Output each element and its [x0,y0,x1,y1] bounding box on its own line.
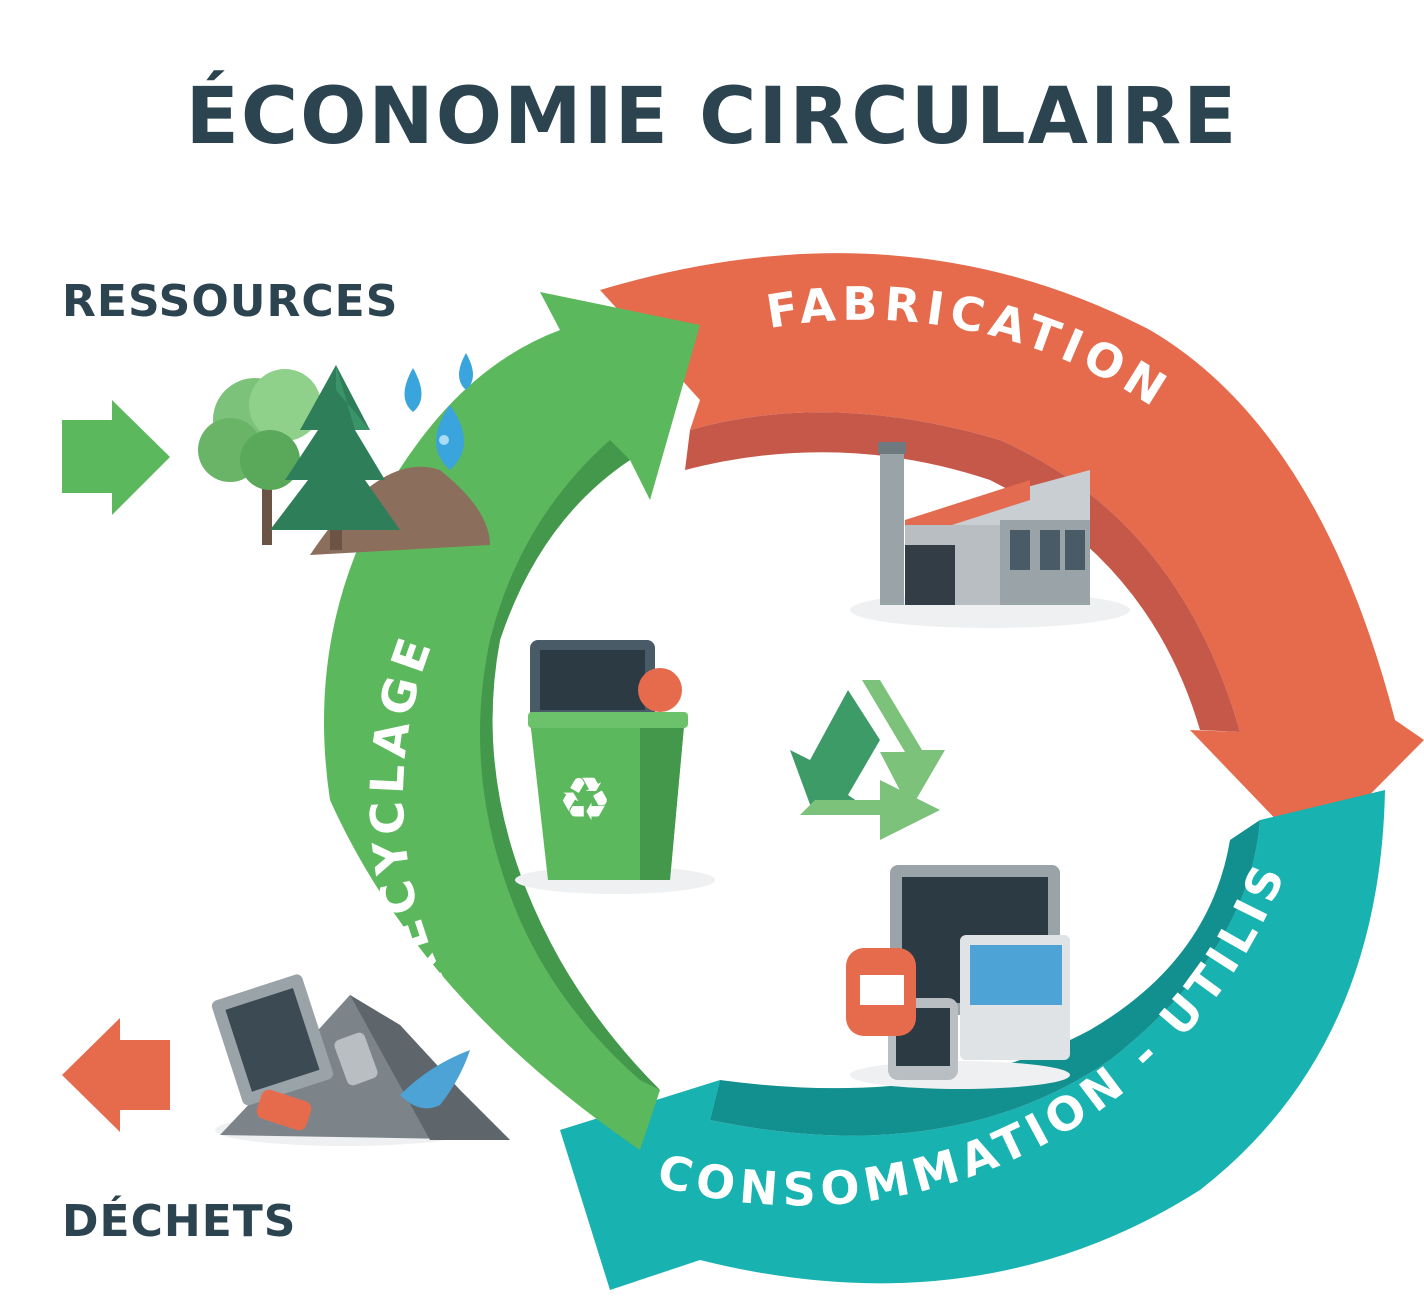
waste-pile-icon [211,974,510,1146]
resources-label: RESSOURCES [62,276,399,327]
waste-label: DÉCHETS [62,1196,297,1247]
recycle-bin-icon: ♻ [515,640,715,894]
svg-text:♻: ♻ [558,765,612,835]
devices-icon [846,865,1070,1089]
arrow-in-icon [62,400,170,515]
arrow-out-icon [62,1018,170,1132]
trees-icon [198,365,490,555]
recycle-symbol-icon [790,680,945,840]
water-drops-icon [404,353,473,470]
page-title: ÉCONOMIE CIRCULAIRE [185,72,1239,162]
factory-icon [850,442,1130,628]
fabrication-arrow [600,253,1424,855]
